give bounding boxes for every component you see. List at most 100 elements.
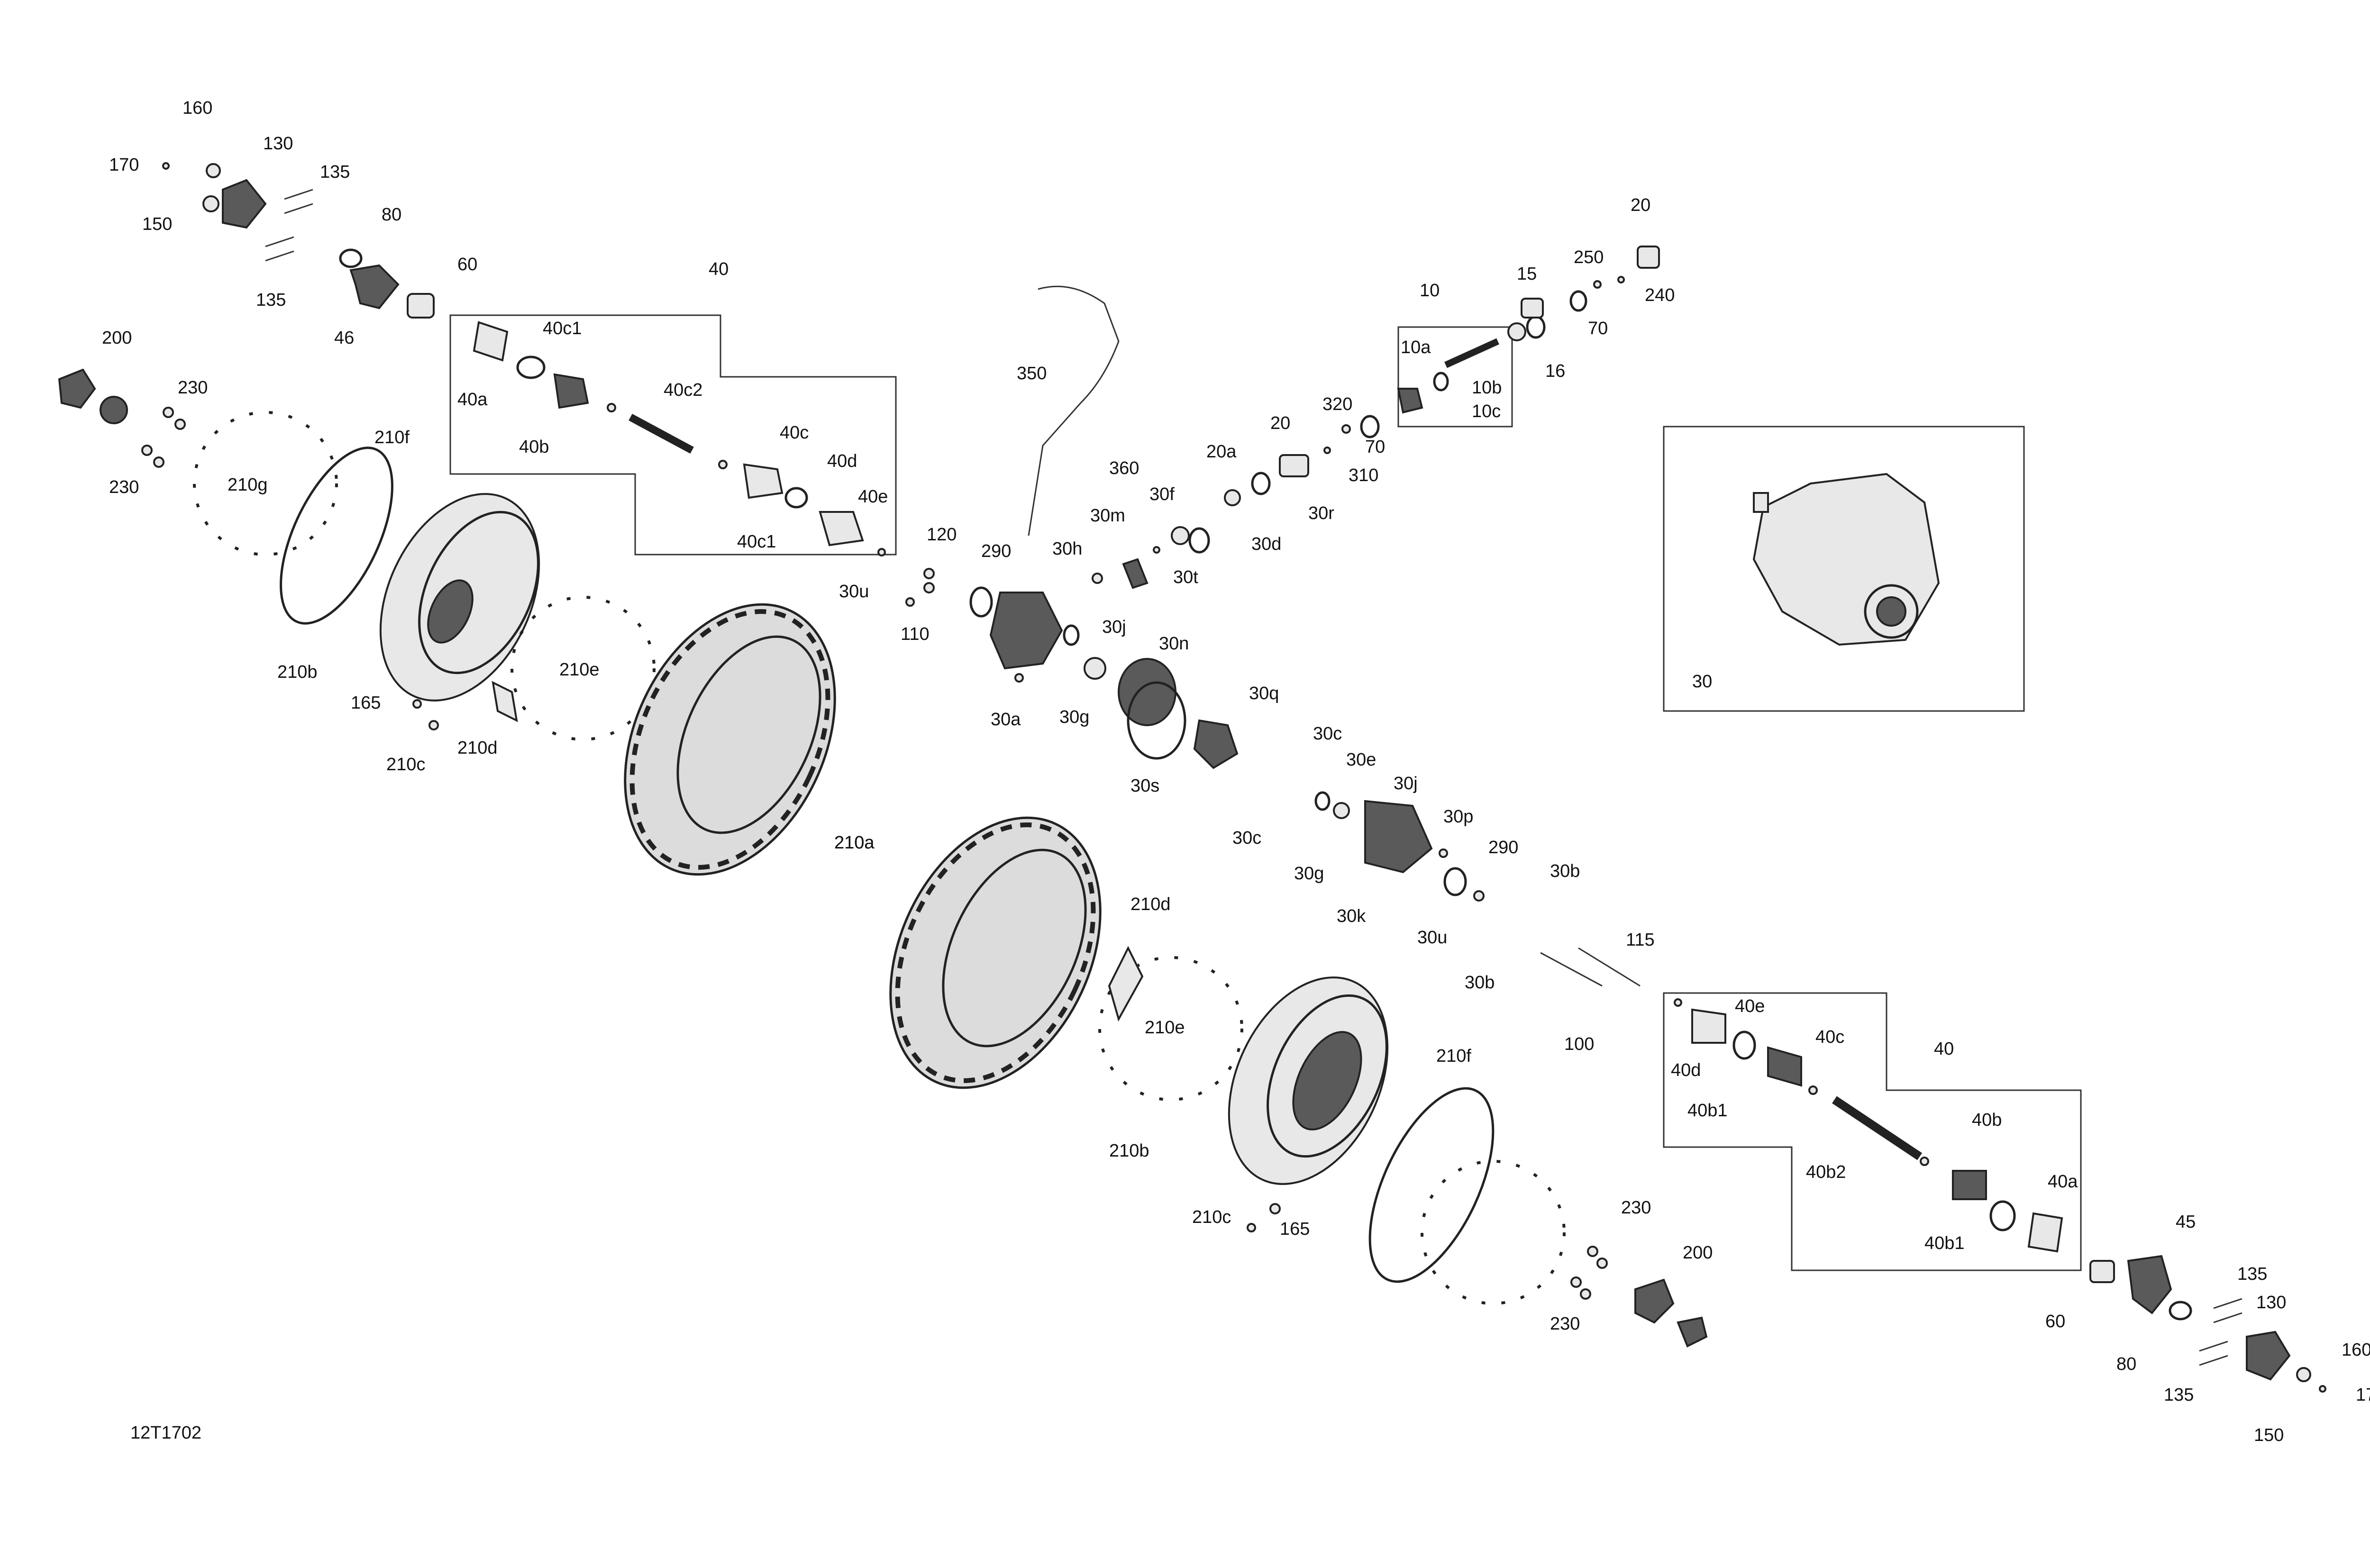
label-60-a: 60 [457, 255, 477, 274]
label-210d-b: 210d [1130, 894, 1171, 914]
knuckle-46-group [162, 162, 435, 319]
beadlock-ring-210f-rear [1368, 1087, 1495, 1283]
differential-housing-30 [1752, 473, 1940, 646]
label-16: 16 [1545, 361, 1565, 381]
label-40e-a: 40e [858, 487, 888, 507]
label-210b-a: 210b [277, 662, 318, 682]
wheel-210b-front [379, 493, 540, 702]
label-20-a: 20 [1270, 413, 1290, 433]
label-30c-a: 30c [1313, 724, 1342, 744]
label-120: 120 [927, 525, 957, 545]
label-290-b: 290 [1488, 838, 1518, 857]
label-40d-a: 40d [827, 451, 857, 471]
label-30b-b: 30b [1465, 973, 1495, 993]
label-135-b: 135 [256, 290, 286, 310]
label-30e: 30e [1346, 750, 1376, 770]
label-130-b: 130 [2256, 1293, 2286, 1313]
label-70-b: 70 [1588, 319, 1608, 338]
label-210a-b: 210a [834, 833, 875, 853]
label-30u-b: 30u [1417, 928, 1447, 948]
bolt-circle-210e-rear [1098, 956, 1243, 1101]
label-40b1-b: 40b1 [1924, 1233, 1965, 1253]
label-210f-b: 210f [1436, 1046, 1471, 1066]
label-165-a: 165 [351, 693, 381, 713]
label-110: 110 [901, 624, 930, 644]
label-40d-b: 40d [1671, 1060, 1701, 1080]
label-310: 310 [1349, 465, 1378, 485]
label-80-a: 80 [382, 205, 401, 225]
misc-valve-parts [412, 681, 1281, 1232]
driveshaft-40-front [473, 321, 886, 556]
tire-210a-front [624, 603, 836, 876]
group-box-40-rear [1663, 992, 2082, 1271]
label-60-b: 60 [2045, 1312, 2065, 1331]
label-30j-a: 30j [1102, 617, 1126, 637]
label-40-b: 40 [1934, 1039, 1954, 1059]
callout-labels: 160 170 130 150 135 135 80 46 60 200 230… [102, 98, 2370, 1445]
label-30t: 30t [1173, 567, 1198, 587]
label-20a: 20a [1206, 442, 1237, 462]
tire-210a-rear [889, 816, 1102, 1089]
label-200-a: 200 [102, 328, 132, 348]
label-40c-b: 40c [1815, 1027, 1844, 1047]
label-230-a: 230 [178, 378, 208, 398]
figure-code: 12T1702 [130, 1423, 201, 1443]
label-40c2: 40c2 [664, 380, 702, 400]
label-210b-b: 210b [1109, 1141, 1149, 1161]
label-210e-b: 210e [1145, 1018, 1185, 1038]
beadlock-ring-210f-front [280, 447, 393, 625]
label-10c: 10c [1472, 401, 1501, 421]
label-210f-a: 210f [374, 428, 410, 447]
label-45: 45 [2176, 1212, 2196, 1232]
inset-box-30 [1663, 426, 2025, 712]
bolt-circle-210e-front [510, 596, 656, 741]
label-320: 320 [1322, 394, 1352, 414]
label-230-c: 230 [1621, 1198, 1651, 1218]
label-170-b: 170 [2356, 1385, 2370, 1405]
group-box-10 [1397, 326, 1513, 428]
label-30j-b: 30j [1394, 774, 1418, 793]
label-30u-a: 30u [839, 582, 869, 602]
label-160-b: 160 [2342, 1340, 2370, 1360]
label-40b2: 40b2 [1806, 1162, 1846, 1182]
pinion-group-10 [1397, 246, 1660, 414]
label-40a-b: 40a [2048, 1172, 2078, 1192]
label-30b-a: 30b [1550, 861, 1580, 881]
label-40b-a: 40b [519, 437, 549, 457]
label-70-a: 70 [1365, 437, 1385, 457]
label-135-c: 135 [2237, 1264, 2267, 1284]
label-30q: 30q [1249, 684, 1279, 703]
label-10b: 10b [1472, 378, 1502, 398]
label-30n: 30n [1159, 634, 1189, 654]
label-165-b: 165 [1280, 1219, 1310, 1239]
label-115: 115 [1626, 930, 1655, 950]
label-30g-b: 30g [1294, 864, 1324, 884]
label-250: 250 [1574, 247, 1604, 267]
hub-200-left [58, 368, 186, 468]
label-290-a: 290 [981, 541, 1011, 561]
label-210c-b: 210c [1192, 1207, 1231, 1227]
label-30c-b: 30c [1232, 828, 1261, 848]
label-40a-a: 40a [457, 390, 488, 410]
label-135-a: 135 [320, 162, 350, 182]
label-150-b: 150 [2254, 1425, 2284, 1445]
label-30h: 30h [1052, 539, 1082, 559]
label-30r: 30r [1308, 503, 1334, 523]
hub-200-rear [1570, 1246, 1708, 1348]
label-30m: 30m [1090, 506, 1125, 526]
label-210d-a: 210d [457, 738, 498, 758]
label-230-b: 230 [109, 477, 139, 497]
label-40b1-a: 40b1 [1687, 1101, 1728, 1121]
label-40c1-a: 40c1 [543, 319, 582, 338]
wheel-210b-rear [1228, 976, 1389, 1185]
label-30k: 30k [1337, 906, 1366, 926]
inset-label-30: 30 [1692, 672, 1712, 692]
label-240: 240 [1645, 285, 1675, 305]
label-350: 350 [1017, 364, 1047, 383]
label-40-a: 40 [709, 259, 729, 279]
label-210g: 210g [228, 475, 268, 495]
driveshaft-40-rear [1674, 998, 2063, 1253]
label-10: 10 [1420, 281, 1440, 301]
bolt-circle-210g-rear [1421, 1160, 1566, 1305]
